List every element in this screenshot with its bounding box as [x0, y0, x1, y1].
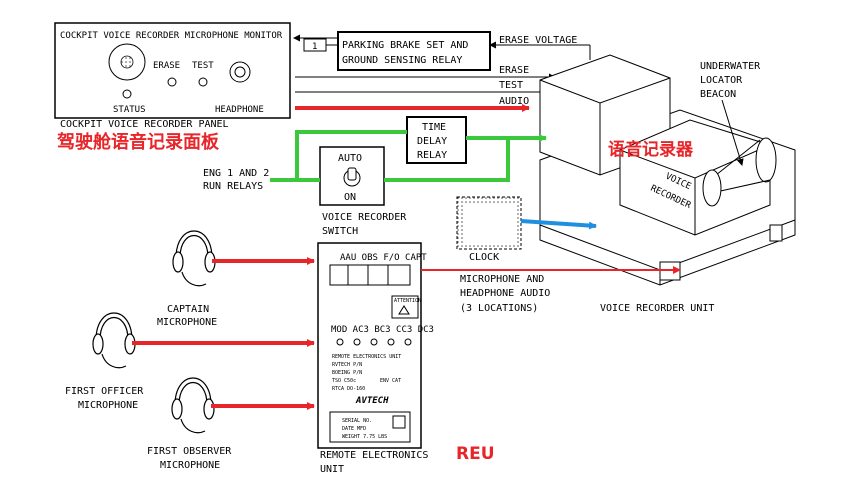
beacon-pointer [721, 99, 744, 166]
reu-caption-2: UNIT [320, 464, 344, 475]
mic-audio-label-1: MICROPHONE AND [460, 274, 544, 285]
time-delay-line-1: TIME [422, 122, 446, 133]
fobs-label-1: FIRST OBSERVER [147, 446, 232, 457]
connector-bc3 [370, 338, 378, 346]
cvr-panel-caption: COCKPIT VOICE RECORDER PANEL [60, 119, 229, 130]
recorder-caption: VOICE RECORDER UNIT [600, 303, 714, 314]
captain-headset-icon [172, 230, 216, 287]
eng-label-1: ENG 1 AND 2 [203, 168, 269, 179]
reu-brand-logo: AVTECH [355, 396, 389, 406]
green-wiring [270, 130, 547, 182]
connector-ac3 [353, 338, 361, 346]
fo-label-1: FIRST OFFICER [65, 386, 144, 397]
cvr-panel-frame [54, 22, 291, 119]
fo-label-2: MICROPHONE [78, 400, 138, 411]
warning-icon [398, 305, 410, 315]
serial-line-2: DATE MFD [342, 426, 366, 432]
reu-caption-cn: REU [456, 444, 495, 464]
clock-to-recorder-wire [520, 219, 597, 230]
relay-tag: 1 [312, 42, 317, 52]
time-delay-relay: TIME DELAY RELAY [406, 116, 467, 164]
clock-inner [463, 203, 515, 243]
status-label: STATUS [113, 105, 146, 115]
first-observer-headset-icon [171, 377, 215, 434]
beacon-label-3: BEACON [700, 89, 736, 100]
clock-label: CLOCK [469, 252, 499, 263]
connector-dc3 [404, 338, 412, 346]
first-officer-headset-icon [92, 312, 136, 369]
test-signal-label: TEST [499, 80, 523, 91]
connector-cc3 [387, 338, 395, 346]
reu-connector-grid [329, 264, 411, 286]
reu-connectors [336, 338, 412, 346]
mic-grille [120, 55, 134, 69]
erase-button[interactable] [167, 77, 177, 87]
signal-lines [293, 34, 591, 96]
serial-line-3: WEIGHT 7.75 LBS [342, 434, 387, 440]
switch-caption-1: VOICE RECORDER [322, 212, 407, 223]
switch-auto-label: AUTO [338, 153, 362, 164]
erase-voltage-label: ERASE VOLTAGE [499, 35, 577, 46]
clock [456, 196, 522, 250]
toggle-lever [347, 167, 357, 181]
reu-info-2: RVTECH P/N [332, 362, 362, 368]
reu-info-4: TSO C50c [332, 378, 356, 384]
relay-line-2: GROUND SENSING RELAY [342, 55, 462, 66]
eng-label-2: RUN RELAYS [203, 181, 263, 192]
mic-audio-label-3: (3 LOCATIONS) [460, 303, 538, 314]
test-label: TEST [192, 61, 214, 71]
beacon-end [702, 169, 722, 207]
serial-line-1: SERIAL NO. [342, 418, 372, 424]
captain-label-2: MICROPHONE [157, 317, 217, 328]
reu-mid-labels: MOD AC3 BC3 CC3 DC3 [331, 325, 434, 335]
recorder-latch [769, 224, 783, 242]
connector-mod [336, 338, 344, 346]
relay-line-1: PARKING BRAKE SET AND [342, 40, 468, 51]
audio-signal-label: AUDIO [499, 96, 529, 107]
mic-audio-label-2: HEADPHONE AUDIO [460, 288, 550, 299]
remote-electronics-unit: AAU OBS F/O CAPT ATTENTION MOD AC3 BC3 C… [317, 242, 434, 449]
cvr-panel-caption-cn: 驾驶舱语音记录面板 [57, 131, 220, 153]
parking-brake-relay-box [337, 31, 491, 71]
red-wiring [132, 104, 530, 410]
reu-info-1: REMOTE ELECTRONICS UNIT [332, 354, 401, 360]
cvr-panel: COCKPIT VOICE RECORDER MICROPHONE MONITO… [54, 22, 291, 119]
reu-info-6: ENV CAT [380, 378, 401, 384]
recorder-caption-cn: 语音记录器 [608, 139, 694, 160]
status-light-icon [122, 89, 132, 99]
serial-barcode-icon [392, 415, 406, 429]
reu-info-3: BOEING P/N [332, 370, 362, 376]
captain-label-1: CAPTAIN [167, 304, 209, 315]
attention-text: ATTENTION [394, 298, 421, 304]
erase-signal-label: ERASE [499, 65, 529, 76]
parking-brake-relay: PARKING BRAKE SET AND GROUND SENSING REL… [303, 31, 491, 71]
reu-label-strip [329, 264, 411, 286]
voice-recorder-unit [539, 54, 796, 286]
headphone-label: HEADPHONE [215, 105, 264, 115]
headphone-jack-inner [234, 66, 246, 78]
voice-recorder-switch[interactable]: AUTO ON [319, 146, 385, 206]
beacon-label-1: UNDERWATER [700, 61, 761, 72]
erase-label: ERASE [153, 61, 180, 71]
fobs-label-2: MICROPHONE [160, 460, 220, 471]
time-delay-line-3: RELAY [417, 150, 447, 161]
reu-info-5: RTCA DO-160 [332, 386, 365, 392]
cvr-panel-title: COCKPIT VOICE RECORDER MICROPHONE MONITO… [60, 31, 283, 41]
time-delay-relay-box [406, 116, 467, 164]
test-button[interactable] [198, 77, 208, 87]
switch-caption-2: SWITCH [322, 226, 358, 237]
reu-caption-1: REMOTE ELECTRONICS [320, 450, 428, 461]
beacon-label-2: LOCATOR [700, 75, 743, 86]
switch-on-label: ON [344, 192, 356, 203]
reu-top-labels: AAU OBS F/O CAPT [340, 253, 427, 263]
beacon-icon [755, 137, 777, 183]
time-delay-line-2: DELAY [417, 136, 447, 147]
switch-to-recorder-wire [384, 138, 510, 182]
